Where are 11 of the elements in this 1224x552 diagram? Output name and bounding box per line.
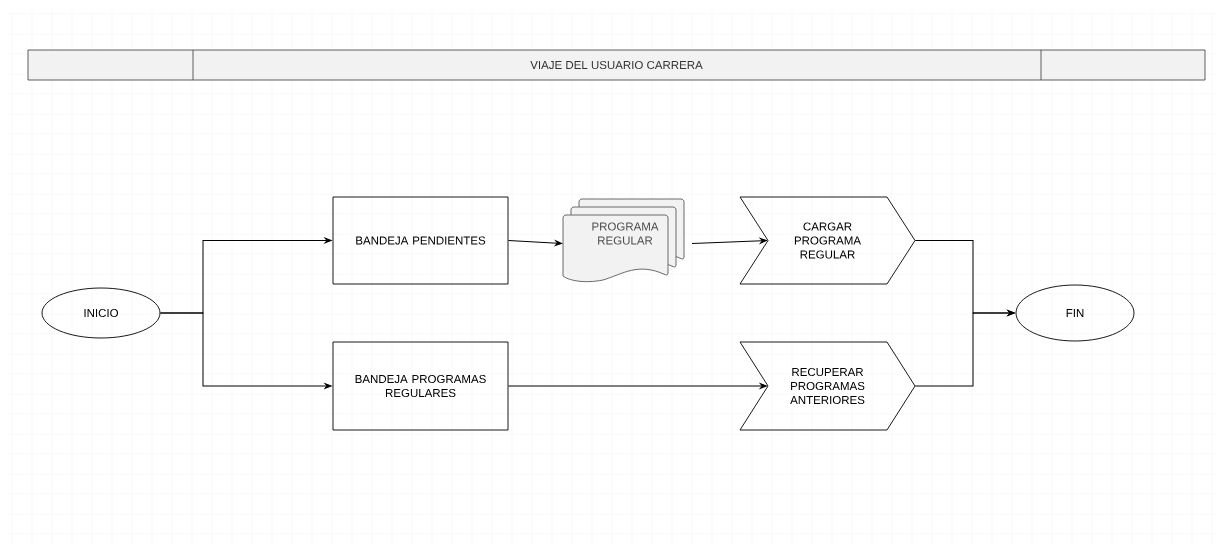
title-band: VIAJE DEL USUARIO CARRERA xyxy=(27,49,1206,81)
arrow xyxy=(507,383,767,389)
arrow xyxy=(507,240,563,246)
process-box: BANDEJA PROGRAMAS REGULARES xyxy=(332,341,509,431)
step-chevron: RECUPERAR PROGRAMAS ANTERIORES xyxy=(739,341,916,431)
arrow xyxy=(691,237,767,244)
process-box: BANDEJA PENDIENTES xyxy=(332,196,509,285)
arrow xyxy=(914,310,1015,387)
document-stack: PROGRAMA REGULAR xyxy=(562,198,685,283)
step-chevron: CARGAR PROGRAMA REGULAR xyxy=(739,196,916,285)
arrow xyxy=(159,312,332,389)
